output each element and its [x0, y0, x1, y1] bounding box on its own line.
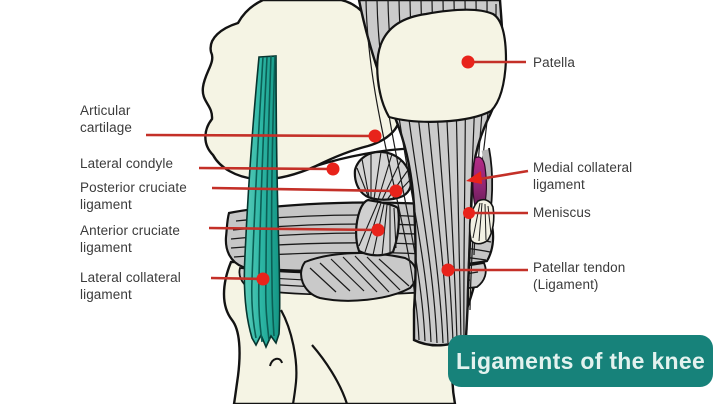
callout-lines — [145, 60, 529, 281]
title-badge: Ligaments of the knee — [448, 335, 713, 387]
callout-meniscus-dot — [463, 207, 475, 219]
label-lateral-collateral-ligament: Lateral collateral ligament — [80, 270, 181, 302]
posterior-cruciate-fan — [353, 150, 413, 201]
patella-bone — [376, 8, 508, 123]
callout-medial-collateral-arrowhead — [466, 171, 482, 184]
label-patellar-tendon: Patellar tendon (Ligament) — [533, 260, 626, 292]
callout-patellar-tendon-dot — [441, 263, 455, 277]
callout-lateral-condyle-line — [198, 166, 334, 171]
meniscus-edge-fan — [468, 198, 495, 245]
label-lateral-condyle: Lateral condyle — [80, 156, 174, 171]
lateral-collateral-ligament-band — [243, 55, 281, 350]
label-articular-cartilage: Articular cartilage — [80, 103, 132, 135]
label-medial-collateral-ligament: Medial collateral ligament — [533, 160, 633, 192]
tibial-surface-patch — [300, 252, 418, 302]
callout-lateral-collateral-dot — [256, 272, 270, 286]
callout-anterior-cruciate-dot — [371, 223, 385, 237]
label-patella: Patella — [533, 55, 575, 70]
callout-anterior-cruciate-line — [208, 226, 379, 232]
callout-posterior-cruciate-line — [211, 186, 397, 193]
callout-medial-collateral-line — [473, 169, 529, 182]
callout-articular-cartilage-line — [145, 133, 376, 138]
label-meniscus: Meniscus — [533, 205, 591, 220]
callout-articular-cartilage-dot — [368, 129, 382, 143]
callout-patella-dot — [461, 55, 475, 69]
callout-lateral-collateral-line — [210, 276, 264, 281]
label-anterior-cruciate-ligament: Anterior cruciate ligament — [80, 223, 180, 255]
label-posterior-cruciate-ligament: Posterior cruciate ligament — [80, 180, 187, 212]
callout-lateral-condyle-dot — [326, 162, 340, 176]
callout-dots — [256, 55, 482, 286]
callout-posterior-cruciate-dot — [389, 184, 403, 198]
